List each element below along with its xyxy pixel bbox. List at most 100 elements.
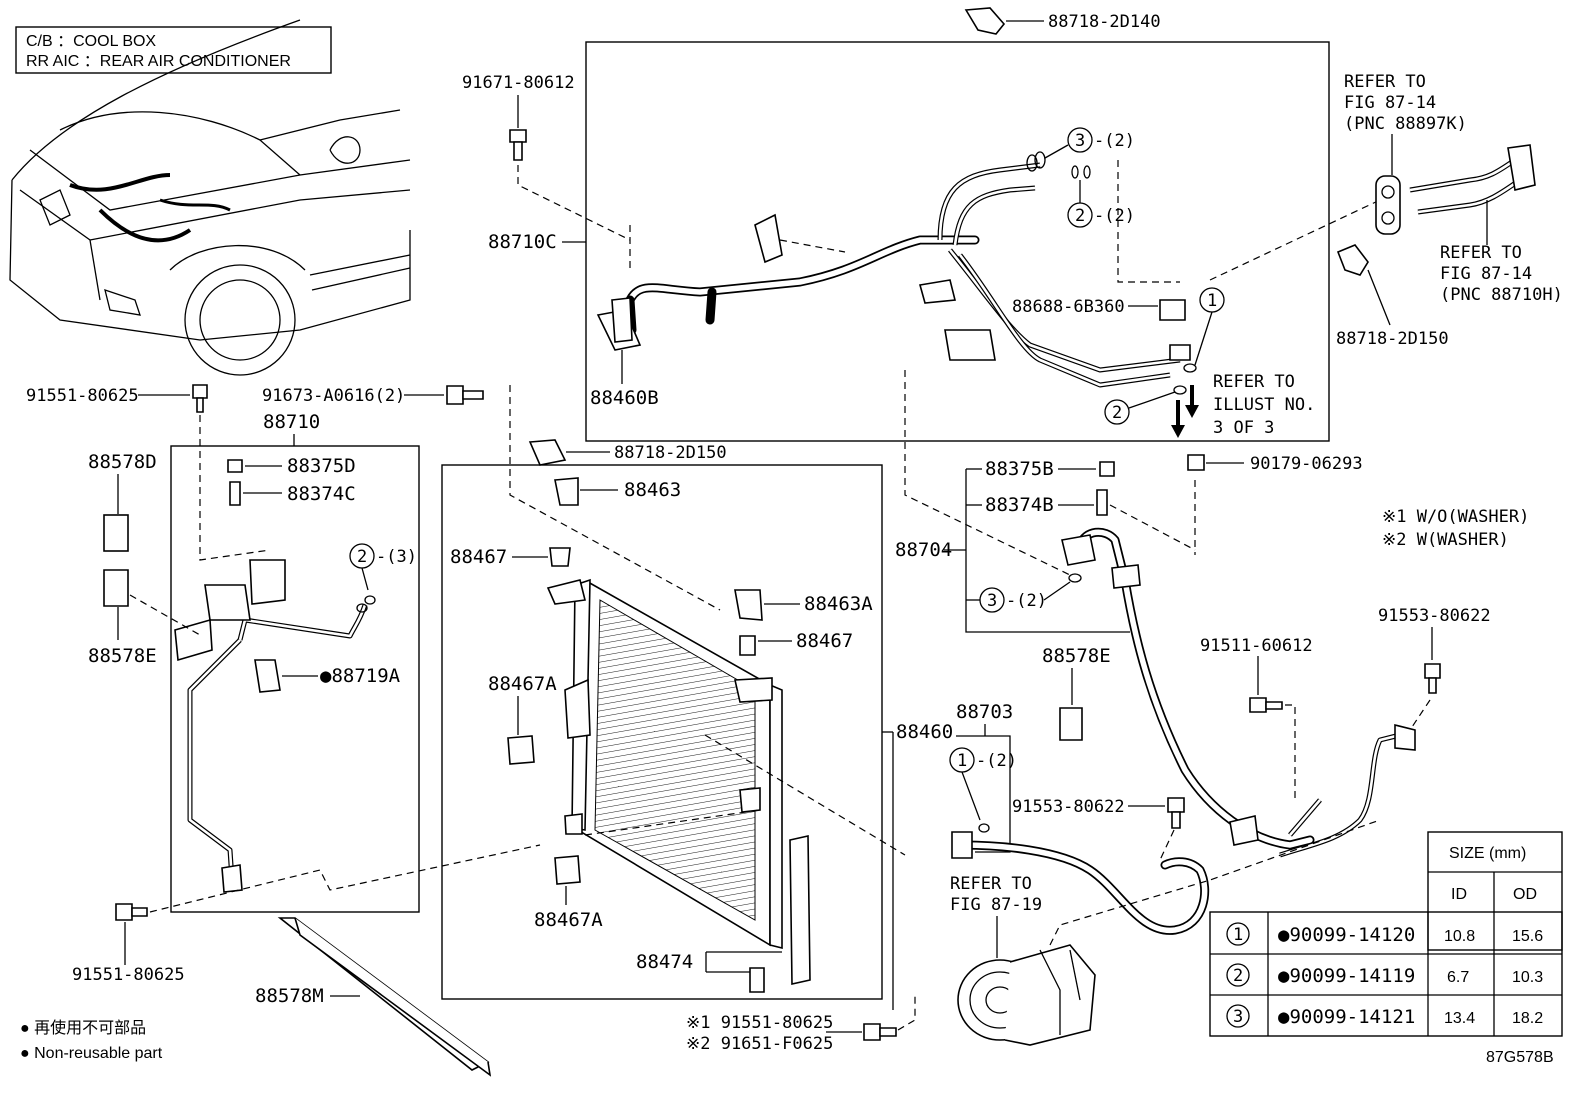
valve-88374b — [1096, 489, 1108, 516]
label-91511-60612: 91511-60612 — [1200, 636, 1313, 656]
size-table-row: 1 ●90099-14120 10.8 15.6 — [1226, 922, 1543, 946]
clamp-88718-2d150-right — [1336, 244, 1391, 326]
label-88704: 88704 — [895, 539, 952, 561]
svg-text:3: 3 — [1075, 131, 1085, 151]
refer-arrows — [1171, 385, 1199, 438]
clamp-88718-2d150-mid — [528, 439, 610, 466]
footnote-japanese: ● 再使用不可部品 — [20, 1019, 146, 1037]
svg-text:●90099-14120: ●90099-14120 — [1278, 924, 1415, 946]
gasket-88897k — [1375, 175, 1401, 235]
callout-circle-2-left: 2 -(3) — [349, 543, 417, 613]
callout-circle-2-top: 2 -(2) — [1067, 180, 1135, 228]
label-88463a: 88463A — [804, 593, 873, 615]
callout-circle-3-top: 3 -(2) — [1044, 127, 1135, 159]
label-91553-80622-bottom: 91553-80622 — [1012, 797, 1125, 817]
label-91673-a0616: 91673-A0616(2) — [262, 386, 405, 406]
label-refer-8719-1: REFER TO — [950, 874, 1032, 894]
label-refer-8714b-2: FIG 87-14 — [1440, 264, 1532, 284]
size-table-row: 3 ●90099-14121 13.4 18.2 — [1226, 1004, 1543, 1028]
label-88710: 88710 — [263, 411, 320, 433]
footnote-non-reusable: ● Non-reusable part — [20, 1045, 163, 1062]
label-88718-2d150-mid: 88718-2D150 — [614, 443, 727, 463]
legend-box: C/B ：COOL BOX RR AIC ：REAR AIR CONDITION… — [15, 26, 332, 74]
seal-88578m — [277, 917, 492, 1077]
label-88467a-b: 88467A — [534, 909, 603, 931]
label-refer-illust-1: REFER TO — [1213, 372, 1295, 392]
label-refer-8714b-1: REFER TO — [1440, 243, 1522, 263]
svg-text:3: 3 — [987, 591, 997, 611]
cushion-88467-a — [549, 547, 571, 567]
svg-text:1: 1 — [1233, 925, 1243, 945]
suction-hose-88710c — [625, 162, 1181, 388]
bolt-91673-a0616 — [446, 385, 484, 405]
compressor-illustration — [957, 944, 1096, 1046]
size-table-row: 2 ●90099-14119 6.7 10.3 — [1226, 963, 1543, 987]
svg-text:-(3): -(3) — [376, 547, 417, 567]
size-table: SIZE (mm) ID OD 1 ●90099-14120 10.8 15.6… — [1209, 831, 1563, 1037]
clamp-parts-top — [754, 151, 1197, 395]
bolt-91551-80625-top — [192, 384, 208, 413]
svg-text:2: 2 — [357, 547, 367, 567]
label-note1-part: ※1 91551-80625 — [686, 1013, 833, 1033]
label-note2-part: ※2 91651-F0625 — [686, 1034, 833, 1054]
label-88578m: 88578M — [255, 985, 324, 1007]
label-note-w1: ※1 W/O(WASHER) — [1382, 507, 1529, 527]
label-88703: 88703 — [956, 701, 1013, 723]
bolt-91671-80612 — [509, 95, 631, 241]
hose-88704 — [1061, 527, 1315, 850]
label-88374b: 88374B — [985, 494, 1054, 516]
label-88578d: 88578D — [88, 451, 157, 473]
hose-88703 — [951, 831, 1210, 935]
bolt-91553-80622-top — [1424, 663, 1441, 694]
svg-text:2: 2 — [1233, 966, 1243, 986]
pressure-switch-88719a — [254, 659, 318, 693]
label-91671-80612: 91671-80612 — [462, 73, 575, 93]
cushion-88467a-b — [554, 855, 581, 885]
label-88463: 88463 — [624, 479, 681, 501]
svg-text:15.6: 15.6 — [1512, 928, 1543, 945]
size-table-col-od: OD — [1513, 886, 1537, 903]
svg-text:-(2): -(2) — [976, 751, 1017, 771]
svg-text:18.2: 18.2 — [1512, 1010, 1543, 1027]
svg-text:10.8: 10.8 — [1444, 928, 1475, 945]
svg-text:-(2): -(2) — [1006, 591, 1047, 611]
valve-88374c — [229, 481, 282, 506]
label-refer-illust-3: 3 OF 3 — [1213, 418, 1274, 438]
drier-88474 — [705, 835, 811, 993]
svg-text:6.7: 6.7 — [1447, 969, 1469, 986]
label-note-w2: ※2 W(WASHER) — [1382, 530, 1509, 550]
label-88467-a: 88467 — [450, 546, 507, 568]
figure-code: 87G578B — [1486, 1049, 1554, 1066]
callout-circle-2-mid: 2 — [1104, 391, 1176, 425]
legend-line-cb: C/B ：COOL BOX — [26, 33, 156, 50]
label-88460b: 88460B — [590, 387, 659, 409]
svg-text:3: 3 — [1233, 1007, 1243, 1027]
label-88467-b: 88467 — [796, 630, 853, 652]
label-88688-6b360: 88688-6B360 — [1012, 297, 1125, 317]
label-refer-8719-2: FIG 87-19 — [950, 895, 1042, 915]
cap-90179-06293 — [1187, 454, 1244, 471]
svg-text:-(2): -(2) — [1094, 206, 1135, 226]
discharge-tube-88710 — [174, 559, 368, 893]
cushion-88578e-left — [103, 569, 129, 607]
label-91553-80622-top: 91553-80622 — [1378, 606, 1491, 626]
svg-text:-(2): -(2) — [1094, 131, 1135, 151]
box-88710 — [170, 445, 420, 913]
label-refer-8714b-3: (PNC 88710H) — [1440, 285, 1563, 305]
label-88719a: ●88719A — [320, 665, 401, 687]
label-88374c: 88374C — [287, 483, 356, 505]
pipe-88710h — [1409, 144, 1536, 215]
label-91551-80625-bottom: 91551-80625 — [72, 965, 185, 985]
cushion-88578d — [103, 514, 129, 552]
label-88578e-left: 88578E — [88, 645, 157, 667]
label-88578e-right: 88578E — [1042, 645, 1111, 667]
label-88375d: 88375D — [287, 455, 356, 477]
svg-text:●90099-14121: ●90099-14121 — [1278, 1006, 1415, 1028]
svg-text:1: 1 — [1207, 291, 1217, 311]
svg-text:2: 2 — [1075, 206, 1085, 226]
label-88718-2d150-right: 88718-2D150 — [1336, 329, 1449, 349]
label-90179-06293: 90179-06293 — [1250, 454, 1363, 474]
label-88474: 88474 — [636, 951, 693, 973]
size-table-col-id: ID — [1451, 886, 1467, 903]
